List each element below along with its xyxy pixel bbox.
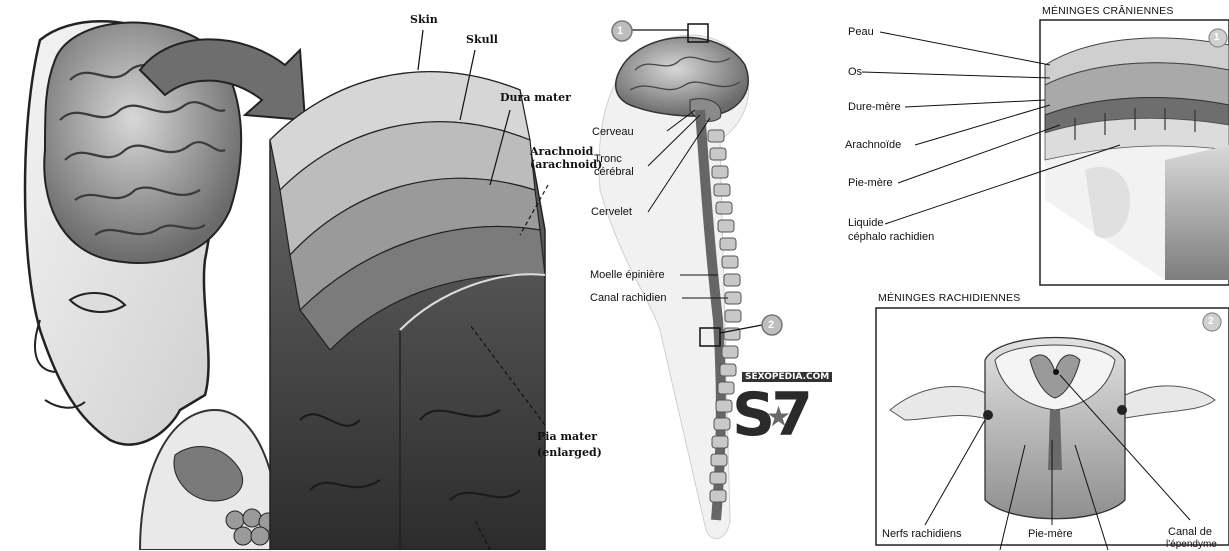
cranial-title: MÉNINGES CRÂNIENNES [1042, 5, 1174, 17]
spinal-marker-label: 2 [1208, 316, 1214, 328]
label-skull: Skull [466, 34, 498, 46]
label-tronc: Tronc [594, 153, 622, 165]
label-dura-mater: Dura mater [500, 92, 571, 104]
label-canal-ependyme: Canal de [1168, 526, 1212, 538]
watermark: SEXOPEDIA.COM S7 ★ [728, 368, 838, 458]
label-pie-mere-spinal: Pie-mère [1028, 528, 1073, 540]
label-peau: Peau [848, 26, 874, 38]
label-liquide-sub: céphalo rachidien [848, 231, 934, 243]
label-arachnoide: Arachnoïde [845, 139, 901, 151]
label-tronc-sub: cérébral [594, 166, 634, 178]
spinal-title: MÉNINGES RACHIDIENNES [878, 292, 1020, 304]
label-nerfs-rachidiens: Nerfs rachidiens [882, 528, 961, 540]
label-cerveau: Cerveau [592, 126, 634, 138]
label-cervelet: Cervelet [591, 206, 632, 218]
label-dure-mere: Dure-mère [848, 101, 901, 113]
label-canal: Canal rachidien [590, 292, 666, 304]
label-skin: Skin [410, 14, 438, 26]
label-arachnoid-sub: (arachnoid) [530, 159, 602, 171]
label-arachnoid: Arachnoid [530, 146, 593, 158]
label-moelle: Moelle épinière [590, 269, 665, 281]
meninges-block [270, 72, 545, 550]
star-icon: ★ [766, 400, 791, 433]
marker-1-label: 1 [617, 25, 623, 37]
label-canal-ependyme-sub: l'épendyme [1166, 539, 1217, 551]
label-pia-mater-sub: (enlarged) [537, 447, 602, 459]
cranial-block [1045, 38, 1229, 280]
label-liquide: Liquide [848, 217, 883, 229]
label-pia-mater: Pia mater [537, 431, 597, 443]
marker-2-label: 2 [768, 319, 774, 331]
cranial-marker-label: 1 [1214, 32, 1220, 44]
label-pie-mere: Pie-mère [848, 177, 893, 189]
label-os: Os [848, 66, 862, 78]
